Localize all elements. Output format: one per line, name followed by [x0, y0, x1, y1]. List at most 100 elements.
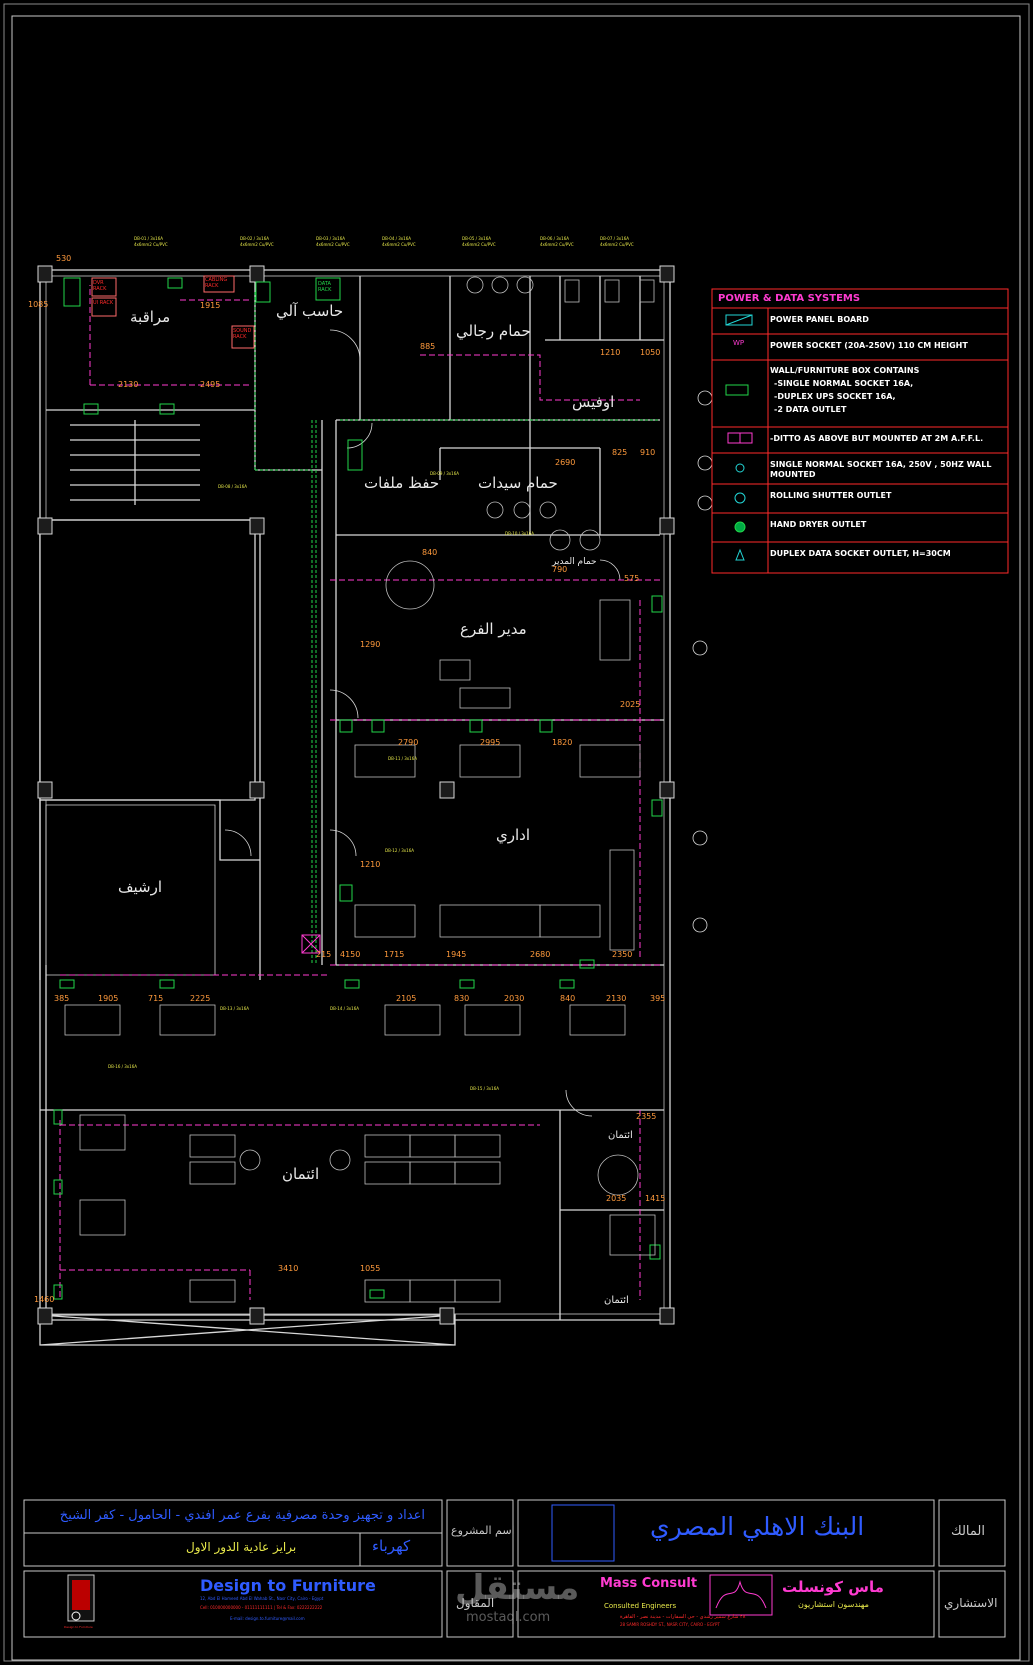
room-label-file-storage: حفظ ملفات: [364, 474, 440, 492]
wp-socket-icon: WP: [733, 339, 744, 347]
structural-columns: [37, 265, 675, 1325]
svg-text:DB-15 / 3x16A: DB-15 / 3x16A: [470, 1086, 499, 1091]
svg-text:DB-09 / 3x16A: DB-09 / 3x16A: [430, 471, 459, 476]
legend-row-subitem: -SINGLE NORMAL SOCKET 16A,: [774, 379, 914, 388]
room-label-monitoring: مراقبة: [130, 308, 171, 326]
dimension-label: 1055: [360, 1264, 381, 1273]
svg-text:DB-10 / 3x16A: DB-10 / 3x16A: [505, 531, 534, 536]
shutter-outlet-icon: [734, 492, 746, 504]
svg-text:DB-13 / 3x16A: DB-13 / 3x16A: [220, 1006, 249, 1011]
svg-text:DB-14 / 3x16A: DB-14 / 3x16A: [330, 1006, 359, 1011]
dimension-label: 215: [316, 950, 332, 959]
dimension-label: 385: [54, 994, 70, 1003]
consultant-name-ar: ماس كونسلت: [782, 1578, 884, 1596]
dimension-label: 530: [56, 254, 72, 263]
svg-text:DB-03 / 3x16A: DB-03 / 3x16A: [316, 236, 345, 241]
room-label-archive: ارشيف: [118, 878, 163, 896]
project-description: اعداد و تجهيز وحدة مصرفية بفرع عمر افندي…: [59, 1508, 425, 1523]
data-trunk: [254, 290, 660, 965]
legend-row-text: WALL/FURNITURE BOX CONTAINS: [770, 366, 920, 375]
dimension-label: 2690: [555, 458, 576, 467]
legend-row: SINGLE NORMAL SOCKET 16A, 250V , 50HZ WA…: [770, 460, 1006, 480]
dimension-label: 2025: [620, 700, 641, 709]
rack-label-sound: SOUND RACK: [233, 328, 252, 340]
consultant-name-en: Mass Consult: [600, 1576, 698, 1591]
dimension-label: 1915: [200, 301, 221, 310]
svg-text:DB-07 / 3x16A: DB-07 / 3x16A: [600, 236, 629, 241]
legend-row-text: HAND DRYER OUTLET: [770, 520, 867, 529]
svg-text:DB-08 / 3x16A: DB-08 / 3x16A: [218, 484, 247, 489]
dimension-label: 1905: [98, 994, 119, 1003]
dimension-label: 2225: [190, 994, 211, 1003]
data-socket-icon: [735, 548, 745, 561]
dimension-label: 2130: [118, 380, 139, 389]
legend-title: POWER & DATA SYSTEMS: [718, 293, 861, 304]
contractor-address: 12, Abd El Hameed Abd El Wahab St., Nasr…: [200, 1596, 324, 1601]
watermark-en: mostaql.com: [466, 1610, 551, 1625]
legend-row-subitem: -DUPLEX UPS SOCKET 16A,: [774, 392, 896, 401]
rack-label-data: DATA RACK: [318, 281, 332, 293]
svg-text:4x6mm2 Cu/PVC: 4x6mm2 Cu/PVC: [462, 242, 496, 247]
dimension-label: 2350: [612, 950, 633, 959]
consultant-address-en: 28 SAMIR ROSHDY ST., NASR CITY, CAIRO - …: [620, 1622, 720, 1627]
svg-text:DB-12 / 3x16A: DB-12 / 3x16A: [385, 848, 414, 853]
power-panel-icon: [725, 314, 753, 326]
junction-box: [301, 934, 321, 954]
dimension-label: 1085: [28, 300, 49, 309]
svg-text:4x6mm2 Cu/PVC: 4x6mm2 Cu/PVC: [540, 242, 574, 247]
room-label-branch-manager: مدير الفرع: [460, 620, 527, 638]
dimension-label: 1945: [446, 950, 467, 959]
doors: [224, 300, 621, 1117]
room-label-office: اوفيس: [572, 393, 615, 411]
legend-row-text: POWER PANEL BOARD: [770, 315, 869, 324]
rack-label-cabling: CABLING RACK: [205, 277, 228, 289]
owner-label: المالك: [951, 1524, 985, 1539]
dimension-label: 2995: [480, 738, 501, 747]
dimension-label: 2790: [398, 738, 419, 747]
legend-row: DUPLEX DATA SOCKET OUTLET, H=30CM: [770, 549, 1006, 559]
dimension-label: 2130: [606, 994, 627, 1003]
dimension-label: 910: [640, 448, 656, 457]
legend-row-text: POWER SOCKET (20A-250V) 110 CM HEIGHT: [770, 341, 968, 350]
room-label-mens-wc: حمام رجالي: [456, 322, 531, 340]
hand-dryer-icon: [734, 521, 746, 533]
room-label-credit-3: ائتمان: [604, 1295, 629, 1306]
room-label-ladies-wc: حمام سيدات: [478, 474, 558, 492]
legend-row: POWER SOCKET (20A-250V) 110 CM HEIGHT: [770, 341, 1006, 351]
dimension-label: 830: [454, 994, 470, 1003]
contractor-email: E-mail: design.to.furniture@mail.com: [230, 1616, 305, 1621]
legend-row: -DITTO AS ABOVE BUT MOUNTED AT 2M A.F.F.…: [770, 434, 1006, 444]
dimension-label: 1415: [645, 1194, 666, 1203]
room-label-computer: حاسب آلي: [276, 302, 344, 320]
dimension-label: 575: [624, 574, 640, 583]
contractor-label: المقاول: [456, 1596, 495, 1610]
legend-row: POWER PANEL BOARD: [770, 315, 1006, 325]
legend-row-text: ROLLING SHUTTER OUTLET: [770, 491, 892, 500]
contractor-name: Design to Furniture: [200, 1576, 376, 1595]
svg-text:4x6mm2 Cu/PVC: 4x6mm2 Cu/PVC: [316, 242, 350, 247]
svg-text:DB-04 / 3x16A: DB-04 / 3x16A: [382, 236, 411, 241]
dimension-label: 1210: [360, 860, 381, 869]
single-socket-icon: [735, 463, 745, 473]
consultant-label: الاستشاري: [944, 1596, 998, 1610]
room-label-manager-wc: حمام المدير: [552, 557, 597, 567]
dimension-label: 840: [560, 994, 576, 1003]
dimension-label: 2680: [530, 950, 551, 959]
dimension-label: 1715: [384, 950, 405, 959]
circuit-wiring: [59, 285, 660, 1300]
dimension-label: 3410: [278, 1264, 299, 1273]
consultant-sub-en: Consulted Engineers: [604, 1602, 677, 1610]
dimension-label: 825: [612, 448, 628, 457]
furniture: [64, 276, 656, 1303]
svg-text:DB-16 / 3x16A: DB-16 / 3x16A: [108, 1064, 137, 1069]
legend-row-text: DUPLEX DATA SOCKET OUTLET, H=30CM: [770, 549, 951, 558]
dimension-label: 395: [650, 994, 666, 1003]
contractor-logo: [67, 1574, 95, 1622]
dimension-label: 2355: [636, 1112, 657, 1121]
dimension-label: 4150: [340, 950, 361, 959]
project-name-label: اسم المشروع: [451, 1524, 515, 1537]
dimension-label: 840: [422, 548, 438, 557]
